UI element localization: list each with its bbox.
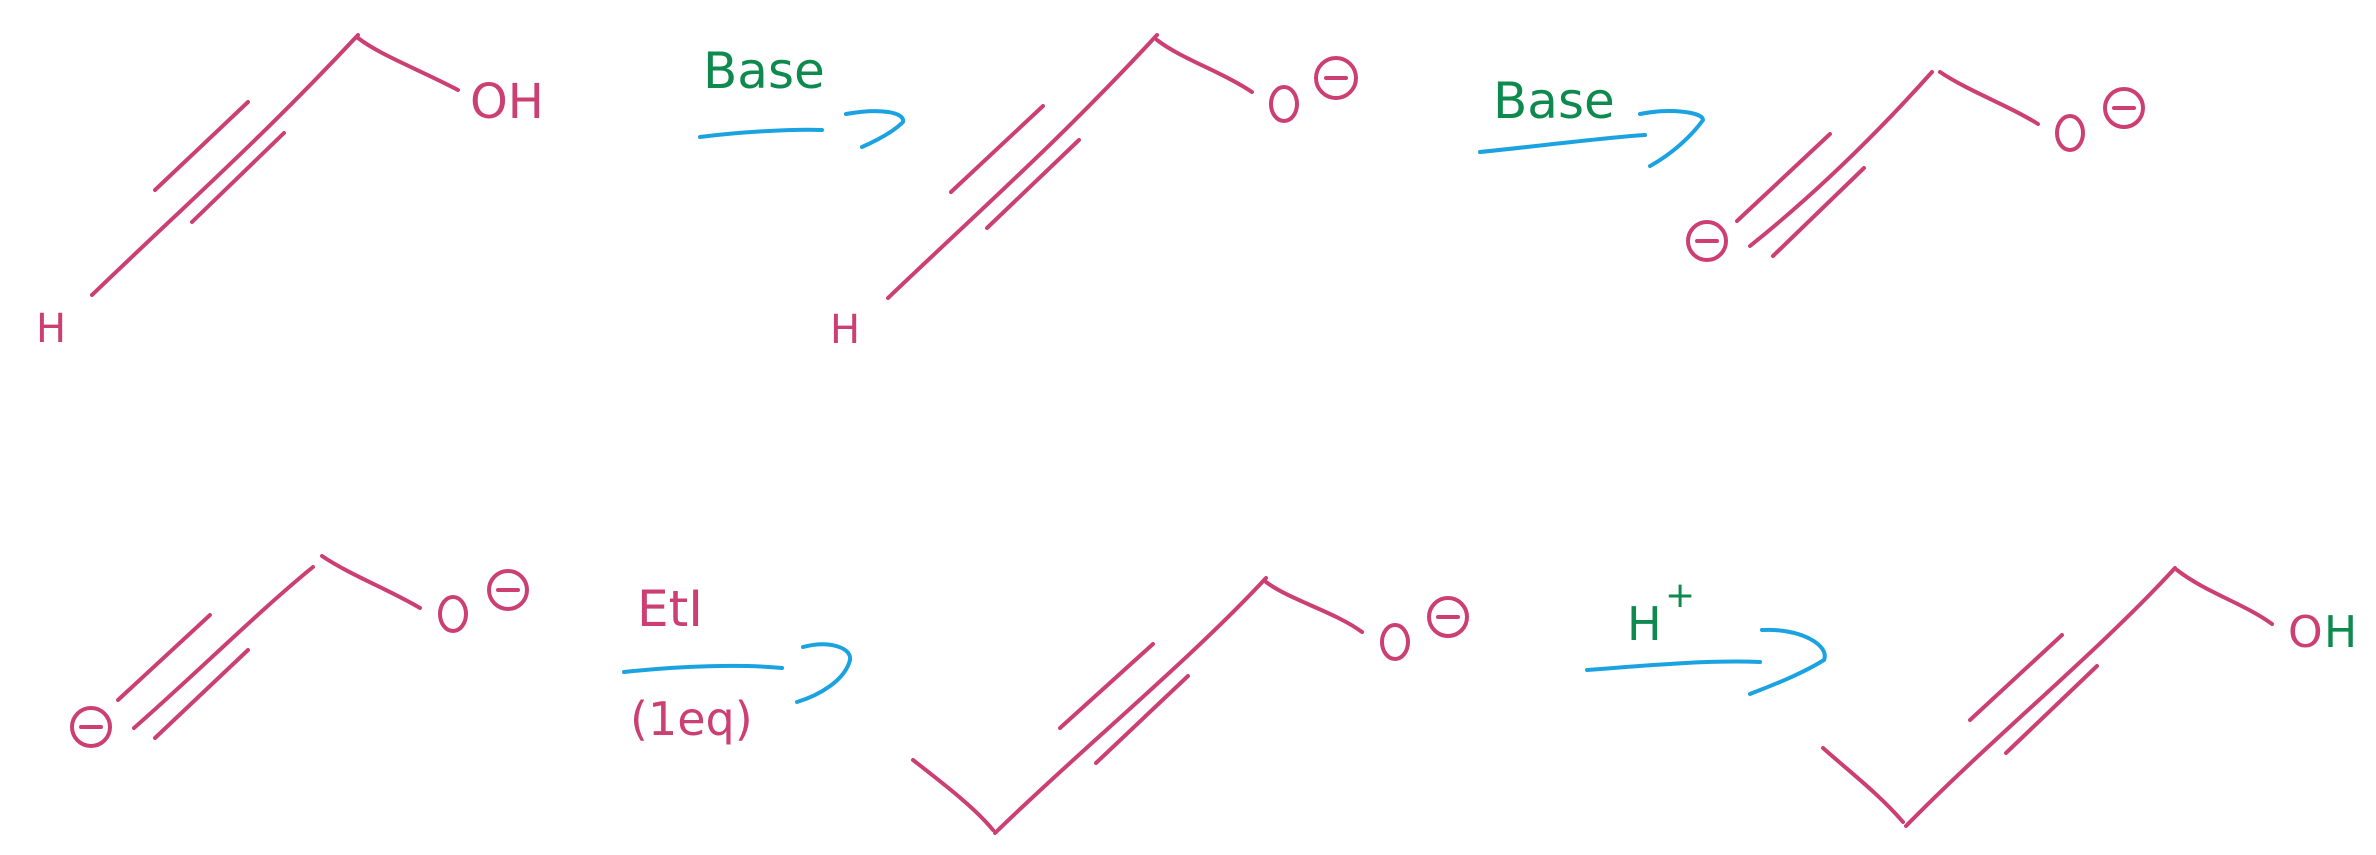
oh-label: O (2288, 607, 2323, 658)
triple-bond-upper-line (153, 100, 250, 192)
oxygen-atom (1269, 85, 1299, 123)
triple-bond-upper-line (1735, 132, 1832, 223)
arrow-head (844, 109, 905, 149)
molecule-propargyl-alcohol: OH H (36, 33, 544, 352)
triple-bond-main-line (1748, 70, 1934, 248)
reaction-arrow-2: Base (1478, 72, 1705, 168)
oxygen-atom (438, 595, 468, 633)
ethyl-bond-1 (911, 758, 995, 832)
reaction-arrow-3: EtI (1eq) (622, 580, 852, 746)
arrow-shaft (1478, 133, 1647, 154)
carbanion-charge-icon (70, 706, 112, 748)
reagent-label-base-1: Base (703, 42, 825, 100)
arrow-shaft (698, 127, 824, 139)
molecule-dianion-start: O (0, 0, 529, 748)
ch2-o-bond (1155, 38, 1254, 94)
oh-h-label: H (2324, 607, 2357, 658)
reagent-label-h-superscript: + (1665, 575, 1695, 616)
triple-bond-main-line (90, 33, 360, 297)
triple-bond-lower-line (2004, 664, 2099, 755)
triple-bond-lower-line (1094, 674, 1190, 765)
arrow-head (795, 642, 852, 704)
reaction-arrow-1: Base (698, 42, 905, 149)
negative-charge-icon (1427, 596, 1469, 638)
o-label: O (0, 0, 1, 1)
ch2-oh-bond (356, 36, 460, 92)
negative-charge-icon (1314, 56, 1358, 100)
ch2-o-bond (1264, 580, 1364, 634)
oxygen-atom (1380, 623, 1410, 661)
o-label: O (0, 0, 1, 1)
o-label: O (0, 0, 1, 1)
triple-bond-main-line (1904, 566, 2177, 828)
triple-bond-main-line (132, 565, 315, 730)
carbanion-charge-icon (1686, 220, 1728, 262)
arrow-head (1748, 627, 1827, 696)
reagent-label-eti: EtI (637, 580, 703, 638)
triple-bond-lower-line (190, 131, 286, 224)
triple-bond-main-line (993, 576, 1268, 835)
arrow-shaft (622, 663, 784, 674)
triple-bond-upper-line (1968, 633, 2064, 722)
oh-label: OH (470, 74, 544, 130)
negative-charge-icon (487, 569, 529, 611)
molecule-ethyl-alkoxide: O (0, 0, 1469, 835)
ethyl-bond-1 (1821, 746, 1905, 824)
condition-label-1eq: (1eq) (630, 692, 753, 746)
reaction-arrow-4: H + (1585, 575, 1827, 696)
triple-bond-upper-line (116, 613, 212, 702)
ch2-o-bond (1938, 70, 2040, 126)
triple-bond-lower-line (985, 138, 1081, 230)
o-label: O (0, 0, 1, 1)
arrow-shaft (1585, 659, 1762, 672)
ch2-o-bond (320, 554, 422, 610)
ch2-oh-bond (2175, 568, 2274, 626)
h-label: H (830, 307, 860, 353)
oxygen-atom (2055, 114, 2085, 152)
molecule-ethyl-propargyl-alcohol: O H (1821, 566, 2357, 828)
negative-charge-icon (2103, 87, 2145, 129)
h-label: H (36, 306, 66, 352)
triple-bond-main-line (886, 33, 1159, 300)
arrow-head (1638, 109, 1705, 168)
reagent-label-h: H (1627, 597, 1662, 651)
molecule-dianion: O (0, 0, 2145, 262)
reagent-label-base-2: Base (1493, 72, 1615, 130)
triple-bond-lower-line (1771, 166, 1866, 258)
triple-bond-lower-line (153, 648, 250, 740)
triple-bond-upper-line (1058, 642, 1155, 730)
triple-bond-upper-line (949, 104, 1045, 194)
molecule-propargyl-alkoxide: O H (0, 0, 1358, 353)
